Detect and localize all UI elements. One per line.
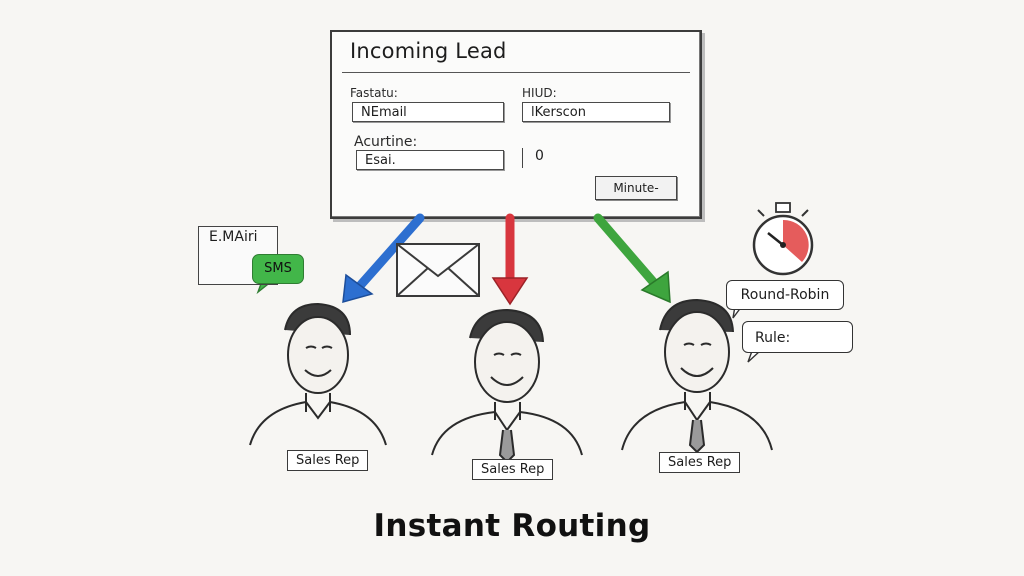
rule-bubble: Rule: [742,321,853,353]
sales-rep-label-1: Sales Rep [287,450,369,471]
label-mid: Acurtine: [354,134,418,150]
envelope-icon [396,243,480,297]
arrow-green [593,213,671,304]
label-top-right: HIUD: [522,86,557,100]
arrow-blue [342,213,425,304]
sales-rep-label-2: Sales Rep [472,459,554,480]
label-top-left: Fastatu: [350,86,398,100]
arrow-red [491,213,529,306]
incoming-lead-form: Incoming Lead Fastatu: HIUD: NEmail lKer… [330,30,702,219]
stopwatch-icon [752,202,814,276]
form-title: Incoming Lead [350,39,507,63]
round-robin-bubble: Round-Robin [726,280,844,310]
sales-rep-2-figure [431,308,583,464]
email-label: E.MAiri [209,229,258,245]
rule-label: Rule: [755,330,791,346]
sales-rep-1-figure [249,302,387,446]
count-value: 0 [522,148,544,168]
name-field[interactable]: NEmail [352,102,504,122]
sales-rep-3-figure [621,298,773,454]
minute-button[interactable]: Minute- [595,176,677,200]
title-divider [342,72,690,73]
email-field[interactable]: Esai. [356,150,504,170]
person-field[interactable]: lKerscon [522,102,670,122]
sales-rep-label-3: Sales Rep [659,452,741,473]
caption-title: Instant Routing [373,508,651,544]
sms-bubble: SMS [252,254,304,284]
